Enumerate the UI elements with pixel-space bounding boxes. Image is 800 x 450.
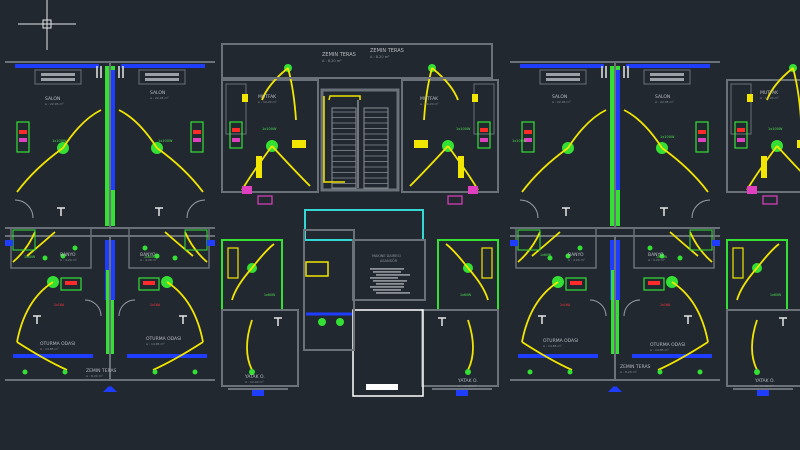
- room-label-yatak: YATAK O.: [244, 374, 265, 380]
- fixture-label-lamp: 1x60W: [656, 255, 668, 259]
- socket-icon: [567, 369, 573, 375]
- fixture-label-lamp: 1x100W: [158, 139, 173, 143]
- room-area-oturma: A : 14.85 m²: [543, 344, 562, 348]
- apartment-half: [608, 61, 720, 392]
- label-zemin-teras-right-area: A : 8.20 m²: [370, 55, 390, 59]
- socket-icon: [527, 369, 533, 375]
- fixture-label-lamp: 1x100W: [262, 127, 277, 131]
- room-area-salon: A : 22.95 m²: [150, 96, 169, 100]
- room-label-banyo: BANYO: [60, 252, 76, 258]
- room-area-oturma: A : 14.85 m²: [650, 348, 669, 352]
- socket-icon: [192, 369, 198, 375]
- room-area-yatak: A : 12.40 m²: [755, 384, 774, 388]
- socket-icon: [677, 255, 683, 261]
- socket-icon: [72, 245, 78, 251]
- kitchen-block: [726, 64, 800, 396]
- room-area-salon: A : 22.95 m²: [45, 102, 64, 106]
- room-area-salon: A : 22.95 m²: [655, 100, 674, 104]
- stair-core: ZEMIN TERAS A : 8.20 m² ZEMIN TERAS A : …: [221, 43, 493, 397]
- label-makine-dairesi: MAKINE DAIRESI: [372, 254, 401, 258]
- room-area-oturma: A : 14.85 m²: [40, 347, 59, 351]
- fixture-label-lamp: 1x60W: [460, 293, 472, 297]
- fixture-label-lamp: 1x100W: [660, 135, 675, 139]
- socket-icon: [697, 369, 703, 375]
- label-zemin-teras-left-area: A : 8.20 m²: [322, 59, 342, 63]
- label-zemin-teras-right: ZEMIN TERAS: [370, 48, 404, 54]
- room-area-banyo: A : 4.20 m²: [140, 258, 158, 262]
- room-area-banyo: A : 4.20 m²: [568, 258, 586, 262]
- room-label-salon: SALON: [655, 94, 670, 100]
- fixture-label-lamp: 1x60W: [24, 255, 36, 259]
- socket-icon: [60, 253, 66, 259]
- socket-icon: [152, 369, 158, 375]
- room-label-oturma: OTURMA ODASI: [650, 342, 685, 348]
- room-label-banyo: BANYO: [648, 252, 664, 258]
- fixture-label-lamp: 1x100W: [456, 127, 471, 131]
- room-area-zemin_teras: A : 8.20 m²: [86, 374, 104, 378]
- room-area-oturma: A : 14.85 m²: [146, 342, 165, 346]
- fixture-label-lamp: 1x100W: [52, 139, 67, 143]
- room-label-salon: SALON: [150, 90, 165, 96]
- apartment-half: [103, 61, 215, 392]
- room-label-banyo: BANYO: [140, 252, 156, 258]
- room-area-banyo: A : 4.20 m²: [648, 258, 666, 262]
- socket-icon: [22, 369, 28, 375]
- fixture-label-lamp: 1x60W: [770, 293, 782, 297]
- fixture-label-lamp: 1x100W: [512, 139, 527, 143]
- fixture-label-outlet: 2x16A: [150, 303, 161, 307]
- room-area-mutfak: A : 10.20 m²: [420, 102, 439, 106]
- arrow-marker-icon: [103, 386, 115, 392]
- fixture-label-lamp: 1x60W: [264, 293, 276, 297]
- socket-icon: [647, 245, 653, 251]
- fixture-label-lamp: 1x60W: [144, 255, 156, 259]
- socket-icon: [547, 255, 553, 261]
- room-area-yatak: A : 12.40 m²: [245, 380, 264, 384]
- room-area-salon: A : 22.95 m²: [552, 100, 571, 104]
- socket-icon: [154, 253, 160, 259]
- room-label-salon: SALON: [552, 94, 567, 100]
- kitchen-block: [401, 64, 499, 396]
- socket-icon: [577, 245, 583, 251]
- socket-icon: [62, 369, 68, 375]
- socket-icon: [659, 253, 665, 259]
- cad-crosshair-cursor: [18, 0, 76, 50]
- room-label-zemin_teras: ZEMIN TERAS: [620, 364, 651, 370]
- room-label-yatak: YATAK O.: [754, 378, 775, 384]
- room-area-mutfak: A : 10.20 m²: [760, 96, 779, 100]
- room-label-oturma: OTURMA ODASI: [543, 338, 578, 344]
- room-label-oturma: OTURMA ODASI: [40, 341, 75, 347]
- label-asansor: ASANSÖR: [380, 258, 398, 263]
- room-label-salon: SALON: [45, 96, 60, 102]
- apartment-half: [510, 61, 622, 392]
- room-label-mutfak: MUTFAK: [420, 96, 439, 102]
- socket-icon: [42, 255, 48, 261]
- fixture-label-lamp: 1x100W: [768, 127, 783, 131]
- fixture-label-outlet: 2x16A: [560, 303, 571, 307]
- fixture-label-lamp: 1x60W: [540, 253, 552, 257]
- room-label-mutfak: MUTFAK: [258, 94, 277, 100]
- label-zemin-teras-left: ZEMIN TERAS: [322, 52, 356, 58]
- room-label-mutfak: MUTFAK: [760, 90, 779, 96]
- arrow-marker-icon: [608, 386, 620, 392]
- kitchen-block: [221, 64, 319, 396]
- room-label-zemin_teras: ZEMIN TERAS: [86, 368, 117, 374]
- room-area-banyo: A : 4.20 m²: [60, 258, 78, 262]
- room-label-banyo: BANYO: [568, 252, 584, 258]
- room-label-oturma: OTURMA ODASI: [146, 336, 181, 342]
- socket-icon: [142, 245, 148, 251]
- room-label-yatak: YATAK O.: [457, 378, 478, 384]
- room-area-yatak: A : 12.40 m²: [458, 384, 477, 388]
- room-area-mutfak: A : 10.20 m²: [258, 100, 277, 104]
- fixture-label-outlet: 2x16A: [660, 303, 671, 307]
- socket-icon: [657, 369, 663, 375]
- socket-icon: [565, 253, 571, 259]
- socket-icon: [172, 255, 178, 261]
- room-area-zemin_teras: A : 8.20 m²: [620, 370, 638, 374]
- fixture-label-outlet: 2x16A: [54, 303, 65, 307]
